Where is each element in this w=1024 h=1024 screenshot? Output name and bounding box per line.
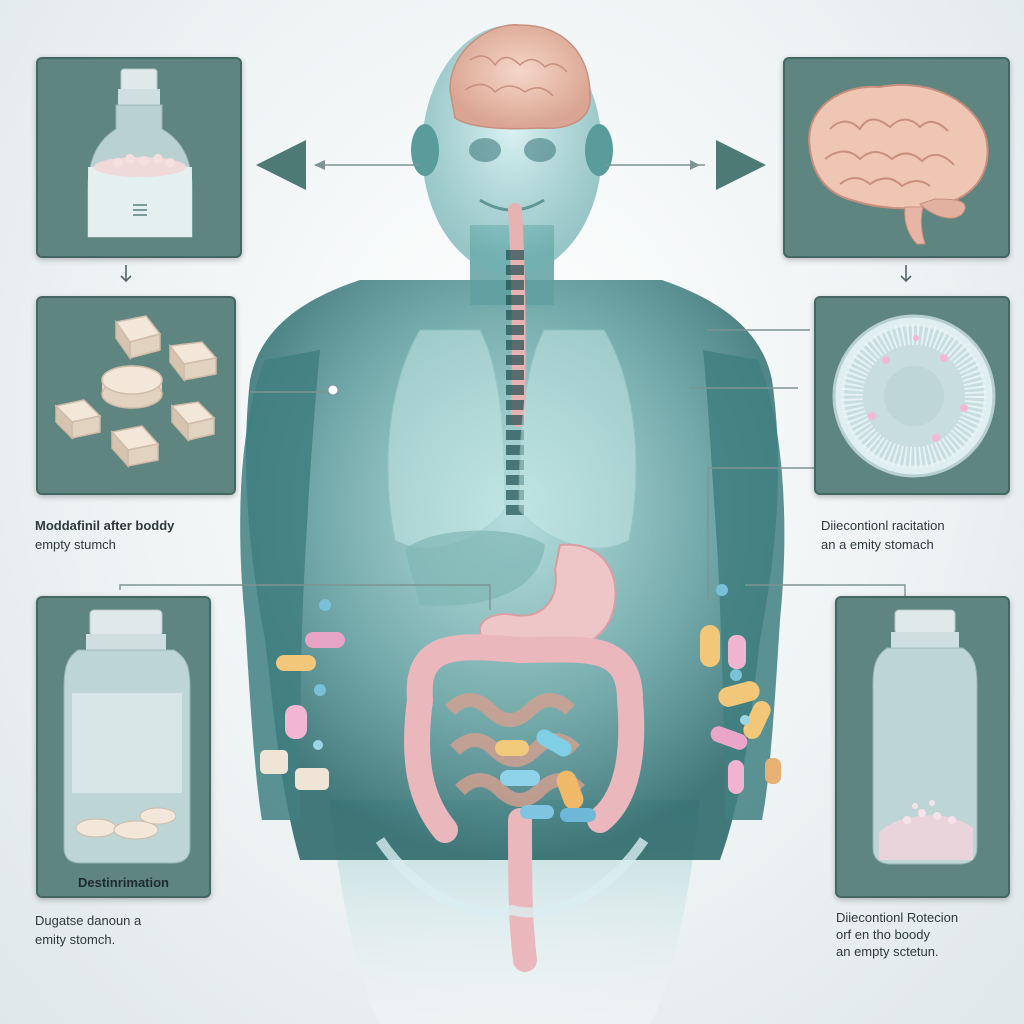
left-lung <box>387 329 506 549</box>
right-bottom-caption-line2: orf en tho boody <box>836 927 930 942</box>
panel-brain-top-right <box>783 57 1010 258</box>
left-ear <box>411 124 439 176</box>
bottom-left-panel-label: Destinrimation <box>77 875 169 890</box>
pelvis <box>375 837 649 918</box>
large-intestine <box>404 634 645 843</box>
panel-tablets-middle-left <box>36 296 236 495</box>
pill-bottle-icon <box>63 609 191 864</box>
left-middle-caption-line1: Moddafinil after boddy <box>35 518 175 533</box>
panel-bottle-top-left <box>36 57 242 258</box>
right-middle-caption-line2: an a emity stomach <box>821 537 934 552</box>
right-bottom-caption-line1: Diiecontionl Rotecion <box>836 910 959 925</box>
right-ear <box>585 124 613 176</box>
right-lung <box>518 329 637 549</box>
powder-bottle-icon <box>872 609 978 865</box>
panel-dish-middle-right <box>814 296 1010 495</box>
head-brain <box>449 24 591 130</box>
petri-dish-icon <box>832 314 996 478</box>
capsules-abdomen <box>495 729 596 822</box>
left-bottom-caption-line1: Dugatse danoun a <box>35 913 142 928</box>
capsules-right-arm <box>700 584 781 794</box>
right-middle-caption-line1: Diiecontionl racitation <box>821 518 945 533</box>
capsules-left-arm <box>260 599 345 790</box>
panel-bottle-bottom-left: Destinrimation <box>36 596 211 898</box>
left-middle-caption-line2: empty stumch <box>35 537 116 552</box>
brain-icon <box>808 83 989 245</box>
left-bottom-caption-line2: emity stomch. <box>35 932 116 947</box>
right-bottom-caption-line3: an empty sctetun. <box>836 944 939 959</box>
bottle-icon <box>87 68 193 238</box>
panel-bottle-bottom-right <box>835 596 1010 898</box>
tablets-icon <box>54 315 218 468</box>
